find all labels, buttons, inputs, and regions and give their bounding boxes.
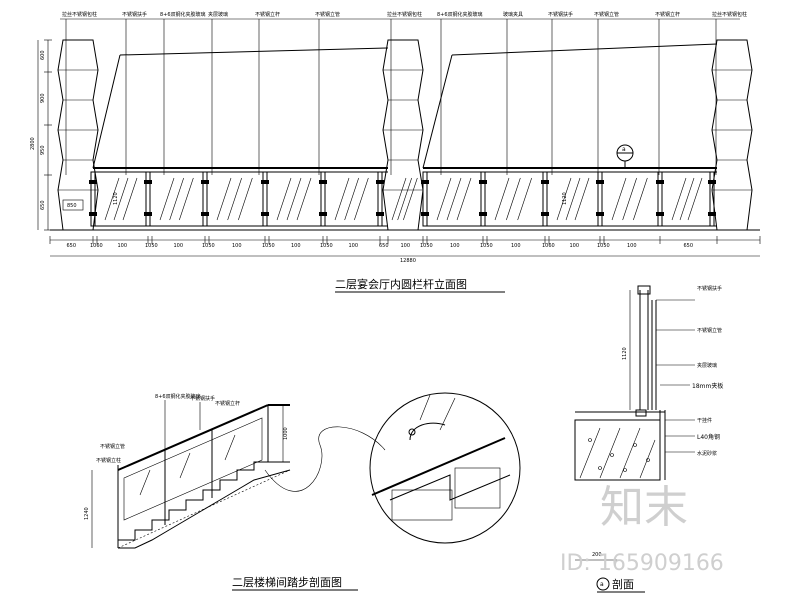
- svg-text:200: 200: [592, 552, 602, 558]
- svg-text:不锈钢立杆: 不锈钢立杆: [215, 400, 240, 407]
- svg-text:干挂件: 干挂件: [697, 417, 712, 424]
- svg-text:不锈钢立柱: 不锈钢立柱: [96, 457, 121, 464]
- detail-circle: [369, 392, 521, 544]
- railing-post: [90, 171, 96, 227]
- svg-text:18mm夹板: 18mm夹板: [692, 382, 723, 390]
- svg-text:900: 900: [40, 93, 46, 103]
- dimension-value: 100: [450, 243, 460, 249]
- stair-section-view: 1240 1000 8+6双钢化夹胶玻璃 不锈钢扶手 不锈钢立杆 不锈钢立管 不…: [84, 392, 521, 591]
- dimension-value: 100: [174, 243, 184, 249]
- dimension-value: 100: [118, 243, 128, 249]
- section-marker-a: a: [616, 144, 634, 168]
- svg-text:8+6双钢化夹胶玻璃: 8+6双钢化夹胶玻璃: [155, 393, 201, 400]
- pillar-left: [57, 39, 99, 231]
- svg-text:650: 650: [40, 200, 46, 210]
- dimension-value: 650: [684, 243, 694, 249]
- railing-post: [542, 171, 548, 227]
- svg-text:a: a: [622, 146, 626, 153]
- dimension-value: 1050: [145, 243, 158, 249]
- svg-text:1000: 1000: [283, 427, 289, 440]
- elevation-label: 拉丝不锈钢包柱: [62, 11, 97, 18]
- elevation-label: 不锈钢立管: [594, 11, 619, 18]
- railing-post: [480, 171, 486, 227]
- railing-post: [657, 171, 663, 227]
- svg-text:不锈钢扶手: 不锈钢扶手: [190, 395, 215, 402]
- elevation-label: 不锈钢扶手: [122, 11, 147, 18]
- railing-post: [145, 171, 151, 227]
- section-title: 剖面: [612, 577, 634, 591]
- svg-text:1120: 1120: [562, 192, 568, 205]
- dimension-value: 650: [67, 243, 77, 249]
- dimension-value: 100: [570, 243, 580, 249]
- svg-text:夹层玻璃: 夹层玻璃: [697, 362, 717, 369]
- dimension-value: 100: [401, 243, 411, 249]
- svg-text:850: 850: [67, 203, 77, 209]
- elevation-label: 不锈钢立管: [315, 11, 340, 18]
- elevation-label: 8+6双钢化夹胶玻璃: [437, 11, 483, 18]
- elevation-label: 夹层玻璃: [208, 11, 228, 18]
- watermark: 知末 ID: 165909166: [560, 482, 724, 576]
- slab-hatch: [579, 427, 656, 479]
- railing-post: [202, 171, 208, 227]
- dimension-value: 1050: [480, 243, 493, 249]
- railing-post: [320, 171, 326, 227]
- dimensions-left: 600 900 950 650 2800 850 1120 1120: [30, 39, 568, 231]
- elevation-label: 不锈钢立杆: [255, 11, 280, 18]
- watermark-id: ID: 165909166: [560, 551, 724, 576]
- svg-text:1240: 1240: [84, 507, 90, 520]
- dimension-value: 1050: [597, 243, 610, 249]
- dimension-value: 650: [379, 243, 389, 249]
- dimension-value: 100: [627, 243, 637, 249]
- svg-text:600: 600: [40, 50, 46, 60]
- svg-text:水泥砂浆: 水泥砂浆: [697, 450, 717, 457]
- dimension-value: 100: [232, 243, 242, 249]
- svg-text:L40角钢: L40角钢: [697, 433, 720, 441]
- svg-text:不锈钢立管: 不锈钢立管: [697, 327, 722, 334]
- elevation-label: 不锈钢扶手: [548, 11, 573, 18]
- dimension-value: 1060: [542, 243, 555, 249]
- elevation-label: 不锈钢立杆: [655, 11, 680, 18]
- svg-text:不锈钢立管: 不锈钢立管: [100, 443, 125, 450]
- railing-post: [262, 171, 268, 227]
- elevation-label: 拉丝不锈钢包柱: [712, 11, 747, 18]
- dimension-value: 100: [291, 243, 301, 249]
- elevation-title: 二层宴会厅内圆栏杆立面图: [335, 277, 467, 291]
- elevation-label: 玻璃夹具: [503, 11, 523, 18]
- railing-post: [422, 171, 428, 227]
- total-width: 12880: [400, 258, 416, 264]
- dimensions-bottom: 650 1060 100 1050 100 1050 100 1050 100 1050 100 65…: [49, 236, 761, 264]
- elevation-label: 8+6双钢化夹胶玻璃: [160, 11, 206, 18]
- dimension-value: 100: [511, 243, 521, 249]
- watermark-brand: 知末: [600, 482, 688, 533]
- dimension-value: 100: [349, 243, 359, 249]
- pillar-right: [711, 39, 753, 231]
- elevation-label: 拉丝不锈钢包柱: [387, 11, 422, 18]
- svg-text:不锈钢扶手: 不锈钢扶手: [697, 285, 722, 292]
- svg-text:1120: 1120: [113, 192, 119, 205]
- dimension-value: 1050: [320, 243, 333, 249]
- railing-post: [709, 171, 715, 227]
- railing-post: [597, 171, 603, 227]
- railing-post: [377, 171, 383, 227]
- svg-text:a: a: [600, 581, 604, 588]
- dimension-value: 1050: [262, 243, 275, 249]
- dimension-value: 1050: [202, 243, 215, 249]
- dimension-value: 1050: [420, 243, 433, 249]
- stair-title: 二层楼梯间踏步剖面图: [232, 575, 342, 589]
- pillar-middle: [382, 39, 424, 231]
- svg-text:950: 950: [40, 145, 46, 155]
- dimension-value: 1060: [90, 243, 103, 249]
- svg-text:1120: 1120: [622, 347, 628, 360]
- section-a-view: 1120 不锈钢扶手 不锈钢立管 夹层玻璃 18mm夹板 干挂件 L40角钢: [574, 285, 723, 593]
- svg-text:2800: 2800: [30, 137, 36, 150]
